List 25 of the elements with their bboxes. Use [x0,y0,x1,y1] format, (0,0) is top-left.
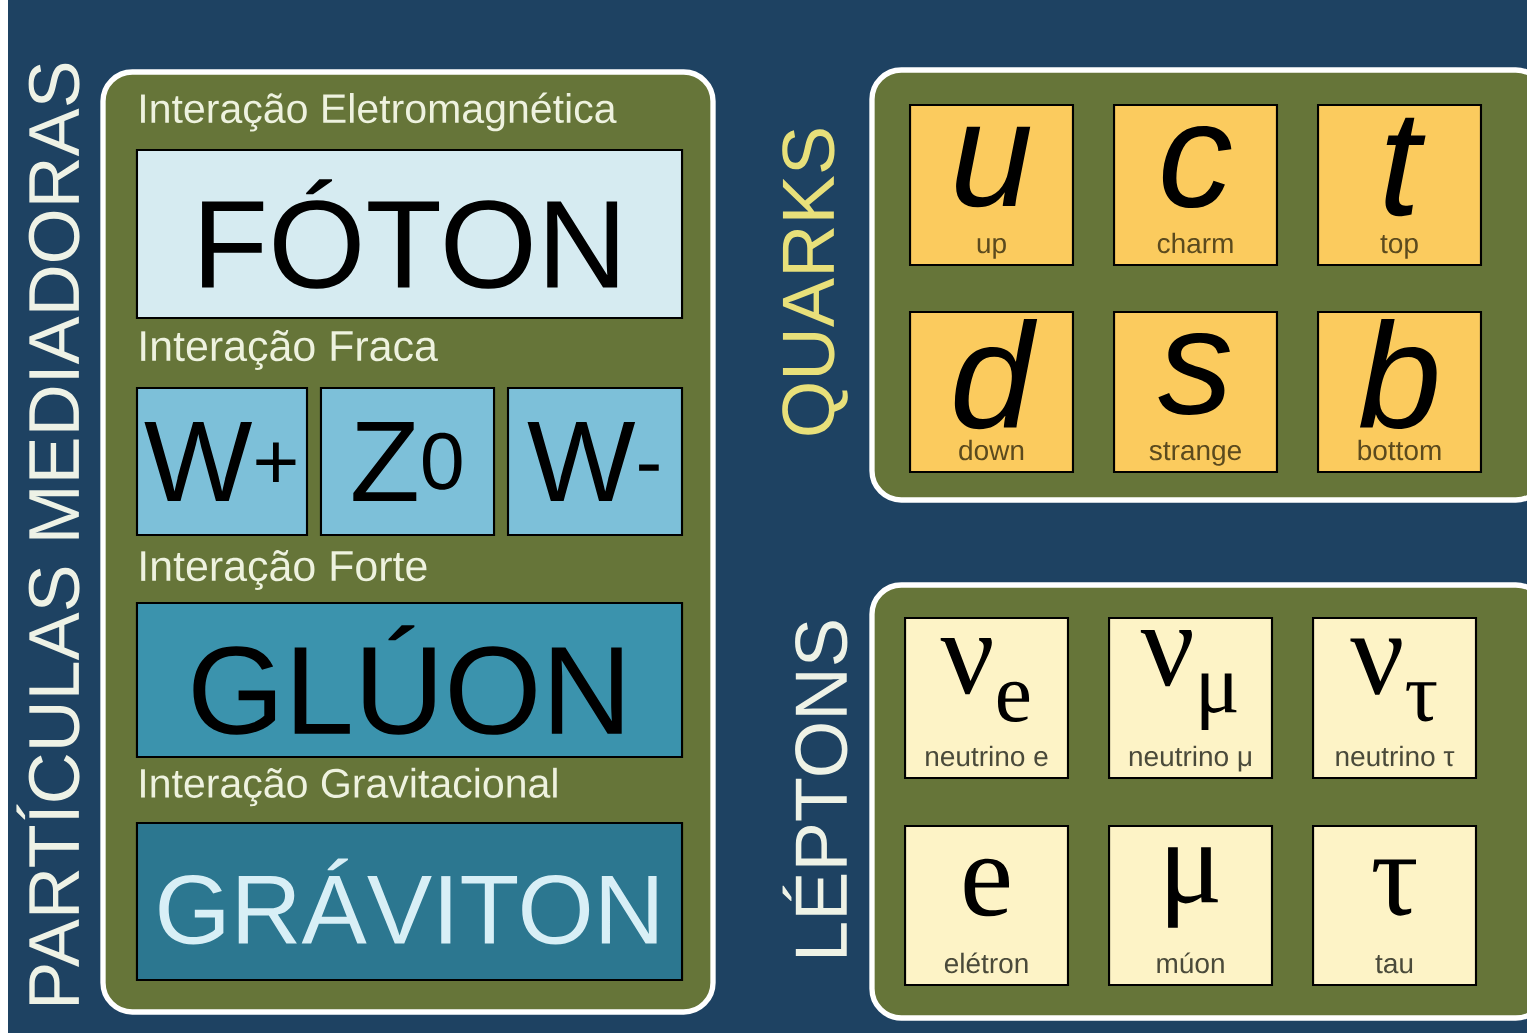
particle-card: Z$^{0}$ [319,386,496,537]
side-title: LÉPTONS [782,621,848,956]
particle-card: GRÁVITON [135,821,684,982]
particle-card: t top [1316,103,1483,267]
particle-card: b bottom [1316,310,1483,474]
particle-card: ν$_{e}$ neutrino e [904,616,1070,780]
section-heading: Interação Fraca [141,330,438,370]
particle-card: s strange [1112,310,1279,474]
section-heading: Interação Gravitacional [141,767,557,807]
particle-card: GLÚON [135,601,684,759]
particle-card: τ tau [1312,824,1478,987]
particle-card: W$^{-}$ [506,386,684,537]
section-heading: Interação Forte [141,550,427,590]
side-title: PARTÍCULAS MEDIADORAS [16,63,80,1004]
particle-card: c charm [1112,103,1279,267]
particle-card: e elétron [904,824,1070,987]
particle-card: ν$_{τ}$ neutrino τ [1312,616,1478,780]
particle-card: u up [908,103,1075,267]
particle-card: FÓTON [135,148,684,320]
particle-card: d down [908,310,1075,474]
particle-card: ν$_{μ}$ neutrino μ [1108,616,1274,780]
section-heading: Interação Eletromagnética [141,92,617,132]
particle-card: μ múon [1108,824,1274,987]
particle-card: W$^{+}$ [135,386,309,537]
side-title: QUARKS [782,129,848,435]
